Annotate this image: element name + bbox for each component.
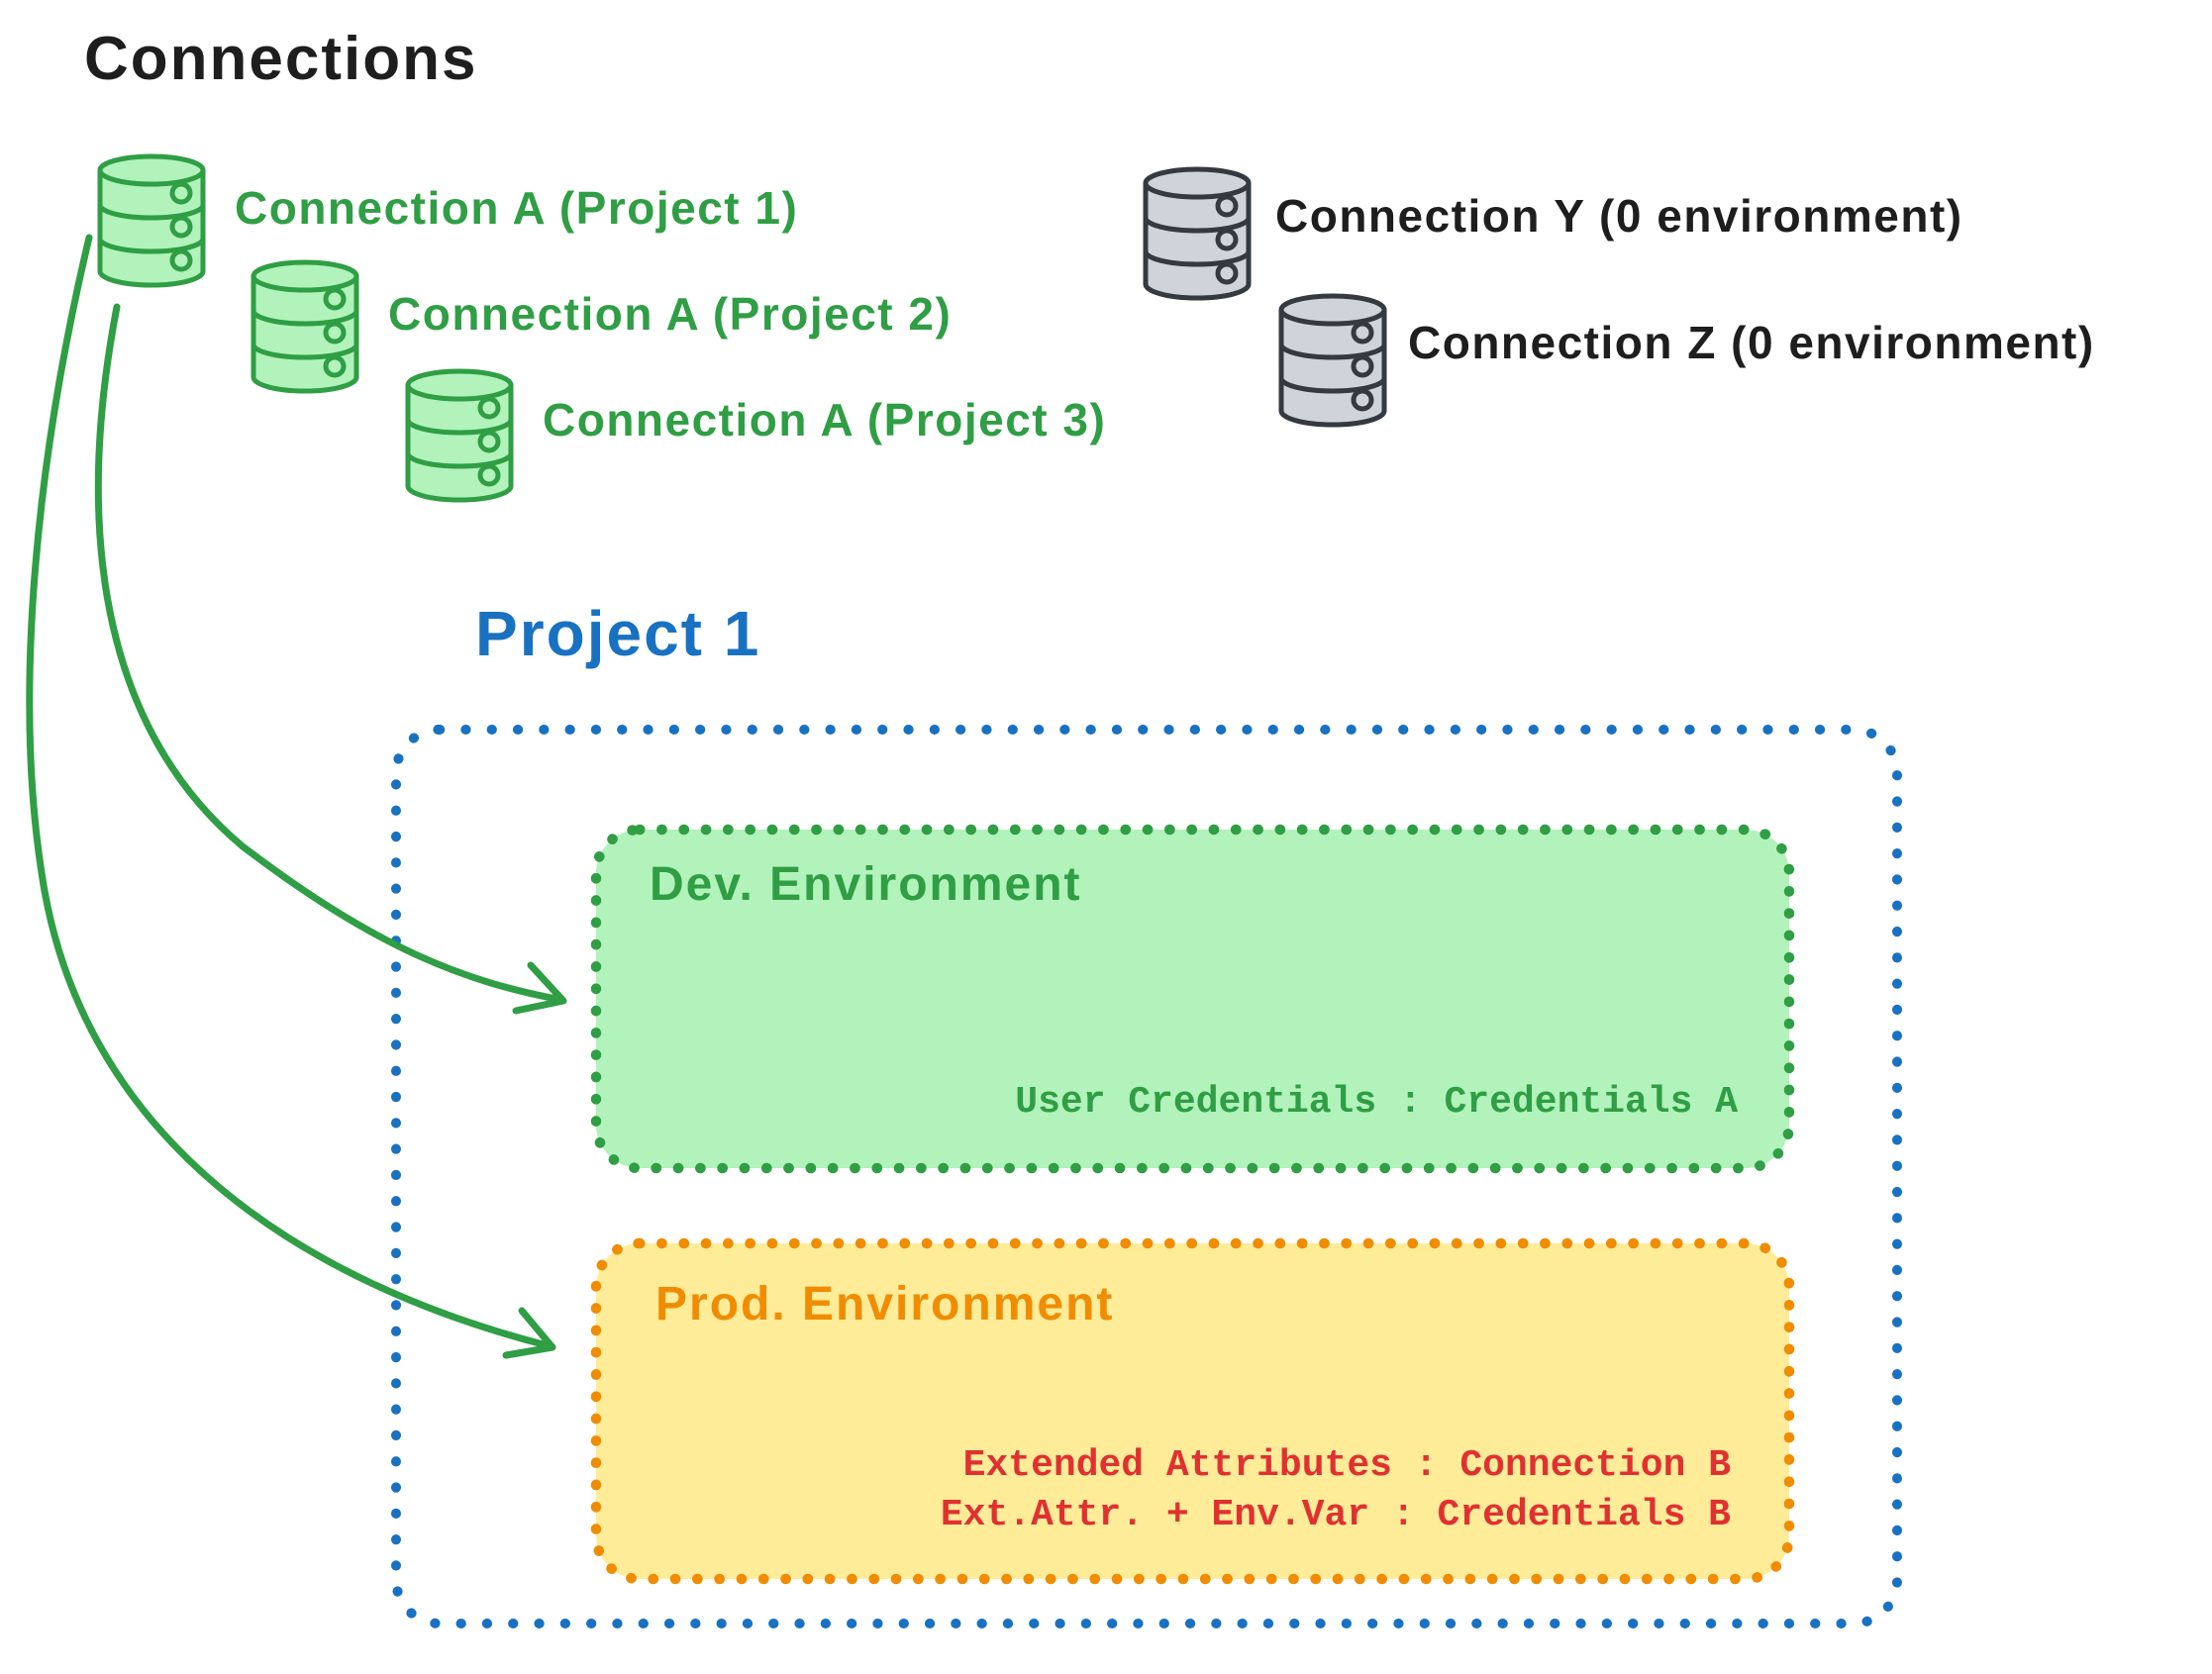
dev-credentials-mapping: User Credentials : Credentials A [1015,1081,1738,1124]
connection-a-project-1-label: Connection A (Project 1) [235,182,799,234]
database-icon [1146,169,1249,298]
connections-heading: Connections [84,25,478,93]
project-1-title: Project 1 [475,598,761,669]
prod-environment-title: Prod. Environment [655,1278,1115,1330]
dev-environment-title: Dev. Environment [650,858,1082,911]
prod-extended-attributes-mapping: Extended Attributes : Connection B [962,1444,1731,1487]
database-icon [408,371,511,500]
connection-a-project-2-label: Connection A (Project 2) [388,288,953,340]
project-1-container-box [391,725,1902,1628]
prod-mappings-block: Extended Attributes : Connection B Ext.A… [891,1441,1731,1540]
connection-y-label: Connection Y (0 environment) [1275,190,1963,242]
connection-z-label: Connection Z (0 environment) [1408,317,2095,368]
connection-a-project-3-label: Connection A (Project 3) [543,394,1107,445]
database-icon [100,156,203,285]
arrowhead-icon [502,1307,556,1359]
dev-environment-box [590,824,1795,1174]
prod-ext-attr-env-var-mapping: Ext.Attr. + Env.Var : Credentials B [940,1494,1731,1537]
arrowhead-icon [512,961,567,1015]
arrow-connection-to-prod [26,234,556,1359]
arrow-connection-to-dev [94,303,567,1015]
database-icon [253,262,356,391]
database-icon [1281,296,1384,425]
prod-environment-box [590,1237,1795,1585]
